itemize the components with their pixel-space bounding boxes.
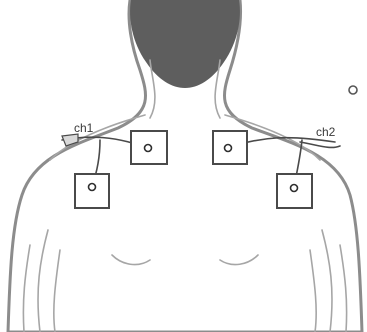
marker-dot — [349, 86, 357, 94]
ch2-shoulder-electrode — [277, 174, 312, 208]
ch2-neck-electrode — [213, 131, 247, 164]
ch2-lead-tail — [300, 142, 340, 147]
ch1-neck-electrode — [131, 131, 167, 164]
ch1-shoulder-electrode — [75, 174, 109, 208]
ch1-label: ch1 — [74, 121, 94, 135]
ch2-label: ch2 — [316, 125, 336, 139]
